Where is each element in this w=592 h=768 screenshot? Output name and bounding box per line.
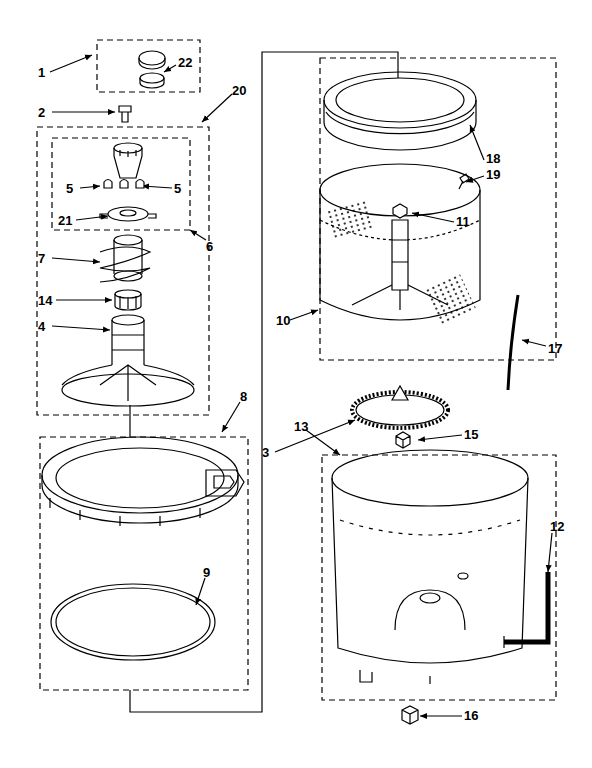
callout-number: 8 [240, 390, 247, 403]
callout-number: 5 [66, 182, 73, 195]
callout-number: 5 [174, 182, 181, 195]
callout-number: 21 [58, 214, 72, 227]
callout-number: 9 [203, 566, 210, 579]
callout-number: 16 [464, 709, 478, 722]
callout-number: 20 [232, 84, 246, 97]
callout-number: 15 [464, 428, 478, 441]
callout-number: 10 [276, 314, 290, 327]
callout-number: 7 [38, 252, 45, 265]
callout-number: 17 [548, 342, 562, 355]
callout-number: 12 [550, 520, 564, 533]
callout-number: 14 [38, 294, 52, 307]
callout-number: 2 [38, 106, 45, 119]
callout-number: 3 [262, 446, 269, 459]
callout-number: 6 [206, 240, 213, 253]
callout-number: 1 [38, 66, 45, 79]
callout-number: 13 [294, 420, 308, 433]
callout-number: 22 [178, 56, 192, 69]
callout-number: 11 [456, 215, 470, 228]
callout-number: 19 [486, 168, 500, 181]
callout-number: 18 [486, 152, 500, 165]
callout-number: 4 [38, 320, 45, 333]
